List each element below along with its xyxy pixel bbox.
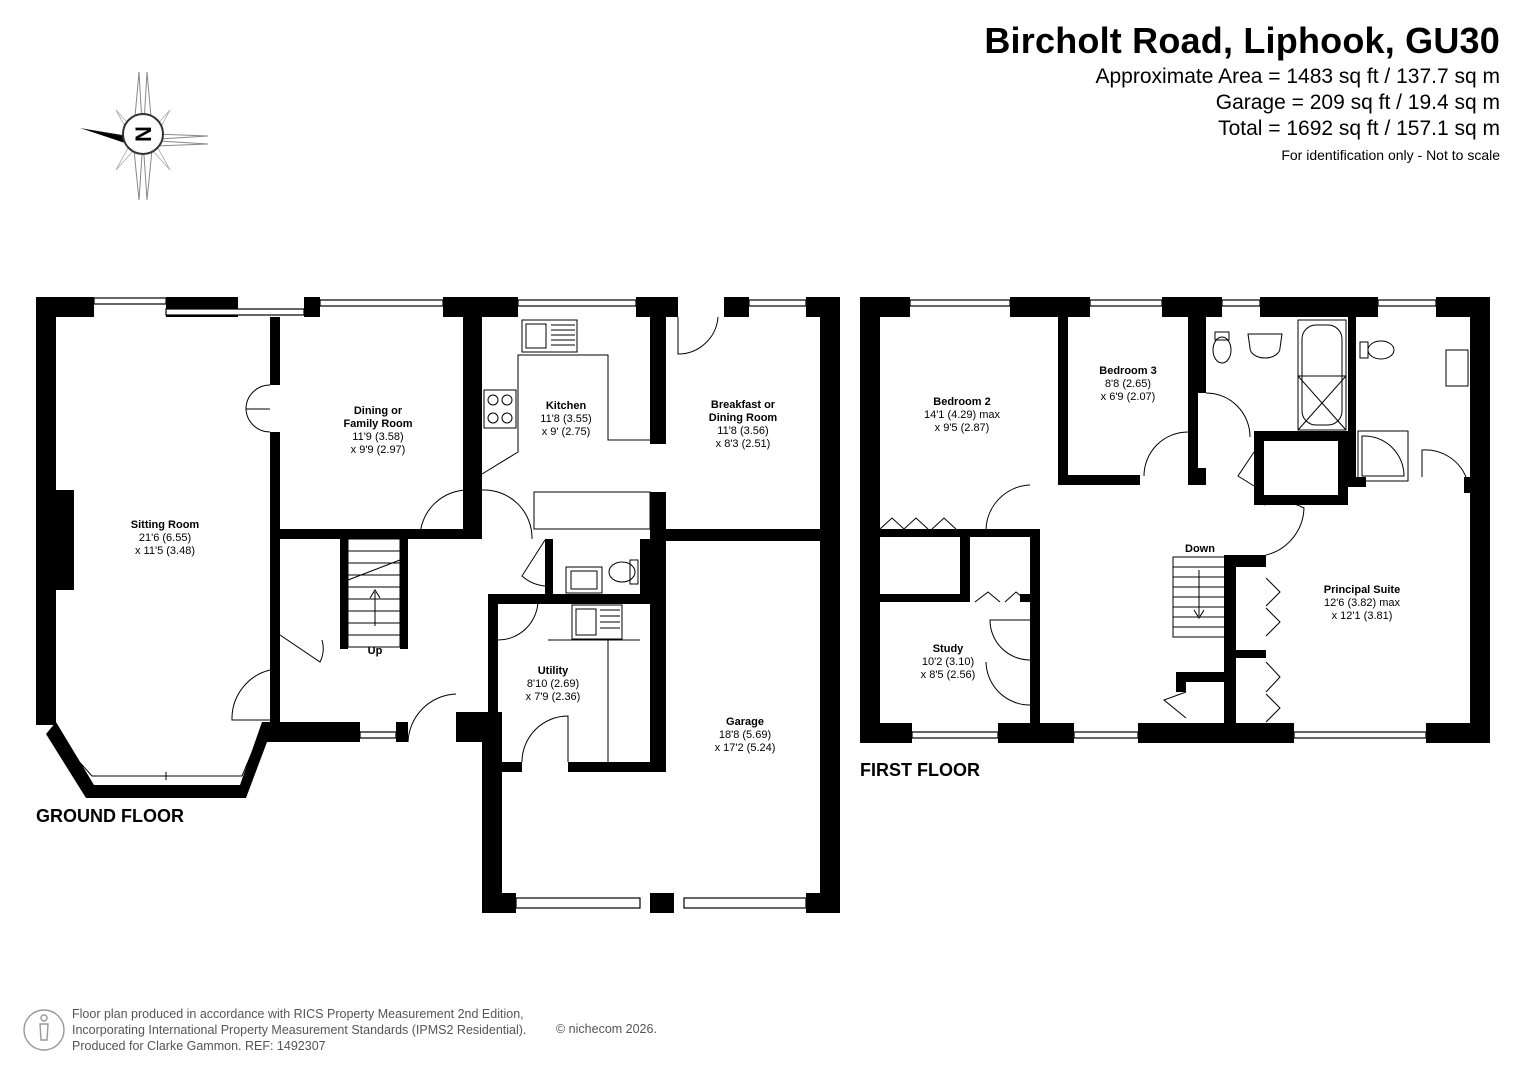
ground-floor-label: GROUND FLOOR (36, 806, 184, 826)
room-dim-garage-2: x 17'2 (5.24) (715, 742, 776, 754)
first-floor-label: FIRST FLOOR (860, 760, 980, 780)
footer-line-1: Floor plan produced in accordance with R… (72, 1007, 524, 1021)
first-floor-staircase (1172, 556, 1226, 638)
person-icon (23, 1009, 65, 1051)
first-floor-windows (909, 299, 1437, 739)
property-title: Bircholt Road, Liphook, GU30 (984, 20, 1500, 61)
footer: Floor plan produced in accordance with R… (72, 1006, 526, 1054)
ground-floor-doors (231, 316, 719, 763)
room-dim-dining-1: 11'9 (3.58) (352, 431, 403, 443)
room-name-breakfast-2: Dining Room (709, 412, 778, 424)
room-name-bedroom3: Bedroom 3 (1099, 365, 1156, 377)
copyright: © nichecom 2026. (556, 1022, 657, 1036)
room-name-breakfast-1: Breakfast or (711, 399, 776, 411)
ground-floor-plan (36, 297, 840, 913)
room-name-garage: Garage (726, 716, 764, 728)
room-dim-bedroom2-1: 14'1 (4.29) max (924, 409, 1001, 421)
ground-staircase (347, 538, 401, 648)
room-name-principal: Principal Suite (1324, 584, 1400, 596)
room-dim-principal-2: x 12'1 (3.81) (1332, 610, 1393, 622)
room-dim-breakfast-1: 11'8 (3.56) (717, 425, 768, 437)
stairs-down-label: Down (1185, 543, 1215, 555)
room-dim-sitting-2: x 11'5 (3.48) (135, 545, 195, 557)
room-dim-study-2: x 8'5 (2.56) (921, 669, 976, 681)
total-area: Total = 1692 sq ft / 157.1 sq m (1218, 117, 1500, 140)
room-dim-principal-1: 12'6 (3.82) max (1324, 597, 1401, 609)
first-floor-plan (860, 297, 1490, 743)
room-name-sitting: Sitting Room (131, 519, 200, 531)
kitchen-fixtures (481, 319, 651, 762)
scale-note: For identification only - Not to scale (1281, 147, 1500, 163)
footer-line-2: Incorporating International Property Mea… (72, 1023, 527, 1037)
first-floor-room-labels: Bedroom 2 14'1 (4.29) max x 9'5 (2.87) B… (921, 365, 1401, 681)
room-name-utility: Utility (538, 665, 569, 677)
room-dim-bedroom3-2: x 6'9 (2.07) (1101, 391, 1156, 403)
room-name-dining-1: Dining or (354, 405, 403, 417)
room-dim-utility-1: 8'10 (2.69) (527, 678, 579, 690)
room-dim-study-1: 10'2 (3.10) (922, 656, 974, 668)
first-floor-doors (879, 392, 1467, 723)
room-dim-sitting-1: 21'6 (6.55) (139, 532, 191, 544)
garage-area: Garage = 209 sq ft / 19.4 sq m (1215, 91, 1500, 114)
room-dim-dining-2: x 9'9 (2.97) (351, 444, 406, 456)
room-name-study: Study (933, 643, 964, 655)
bathroom-fixtures (1212, 319, 1469, 482)
room-dim-bedroom2-2: x 9'5 (2.87) (935, 422, 990, 434)
footer-line-3: Produced for Clarke Gammon. REF: 1492307 (72, 1039, 326, 1053)
ground-floor-room-labels: Sitting Room 21'6 (6.55) x 11'5 (3.48) D… (131, 399, 778, 754)
room-name-kitchen: Kitchen (546, 400, 587, 412)
room-dim-kitchen-2: x 9' (2.75) (542, 426, 591, 438)
room-dim-kitchen-1: 11'8 (3.55) (540, 413, 591, 425)
room-dim-garage-1: 18'8 (5.69) (719, 729, 771, 741)
room-dim-utility-2: x 7'9 (2.36) (526, 691, 581, 703)
header: Bircholt Road, Liphook, GU30 Approximate… (984, 18, 1500, 166)
ground-floor-windows (93, 297, 807, 909)
stairs-up-label: Up (368, 645, 383, 657)
room-name-bedroom2: Bedroom 2 (933, 396, 990, 408)
compass-letter: N (131, 126, 156, 142)
bay-window (46, 722, 270, 798)
room-dim-breakfast-2: x 8'3 (2.51) (716, 438, 771, 450)
compass-icon: N (80, 71, 209, 201)
approximate-area: Approximate Area = 1483 sq ft / 137.7 sq… (1095, 65, 1501, 88)
room-name-dining-2: Family Room (343, 418, 412, 430)
room-dim-bedroom3-1: 8'8 (2.65) (1105, 378, 1151, 390)
